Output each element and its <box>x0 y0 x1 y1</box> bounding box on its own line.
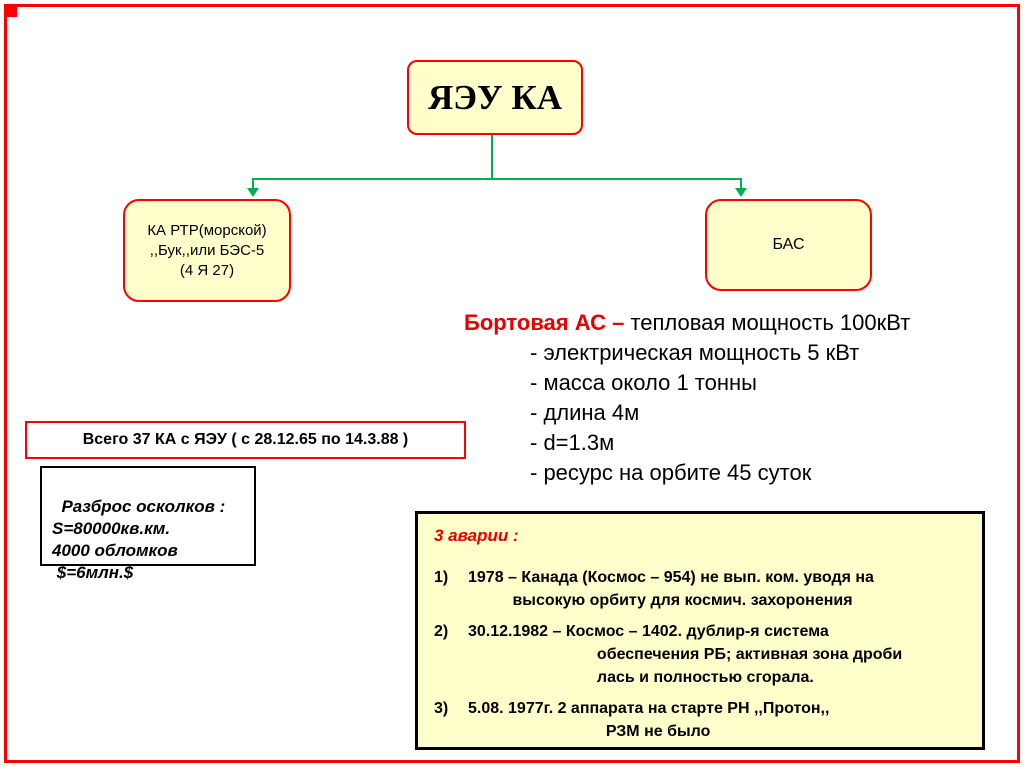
tree-node-ka-rtr-label: КА РТР(морской) ,,Бук,,или БЭС-5 (4 Я 27… <box>147 221 267 279</box>
corner-mark <box>6 6 17 17</box>
bas-heading-red: Бортовая АС – <box>464 310 631 335</box>
total-count-box: Всего 37 КА с ЯЭУ ( с 28.12.65 по 14.3.8… <box>25 421 466 459</box>
debris-box: Разброс осколков : S=80000кв.км. 4000 об… <box>40 466 256 582</box>
connector-right-stub <box>740 180 742 188</box>
bas-item-length: - длина 4м <box>530 400 640 425</box>
connector-left-stub <box>252 180 254 188</box>
accident-item-1982-kosmos-1402: 2) 30.12.1982 – Космос – 1402. дублир-я … <box>434 620 966 689</box>
accident-item-number: 1) <box>434 569 449 586</box>
tree-node-bas-label: БАС <box>772 236 805 253</box>
arrow-down-right-icon <box>735 188 747 197</box>
tree-node-ka-rtr: КА РТР(морской) ,,Бук,,или БЭС-5 (4 Я 27… <box>123 199 291 302</box>
accident-item-1978-canada: 1) 1978 – Канада (Космос – 954) не вып. … <box>434 566 966 612</box>
bas-heading: Бортовая АС – тепловая мощность 100кВт <box>464 308 1004 338</box>
accident-item-text: 5.08. 1977г. 2 аппарата на старте РН ,,П… <box>468 700 830 740</box>
accident-item-1977-proton: 3) 5.08. 1977г. 2 аппарата на старте РН … <box>434 697 966 743</box>
accident-item-number: 2) <box>434 623 449 640</box>
accident-item-text: 1978 – Канада (Космос – 954) не вып. ком… <box>468 569 874 609</box>
arrow-down-left-icon <box>247 188 259 197</box>
connector-horizontal-bar <box>252 178 742 180</box>
bas-item-mass: - масса около 1 тонны <box>530 370 757 395</box>
connector-root-stem <box>491 135 493 179</box>
tree-root-label: ЯЭУ КА <box>427 77 563 117</box>
bas-item-diameter: - d=1.3м <box>530 430 615 455</box>
accident-item-number: 3) <box>434 700 449 717</box>
debris-text: Разброс осколков : S=80000кв.км. 4000 об… <box>52 497 226 582</box>
total-count-text: Всего 37 КА с ЯЭУ ( с 28.12.65 по 14.3.8… <box>82 431 409 448</box>
accident-item-text: 30.12.1982 – Космос – 1402. дублир-я сис… <box>468 623 903 686</box>
bas-items-list: - электрическая мощность 5 кВт - масса о… <box>464 338 1004 488</box>
bas-details-block: Бортовая АС – тепловая мощность 100кВт -… <box>464 308 1004 488</box>
bas-item-orbit-resource: - ресурс на орбите 45 суток <box>530 460 812 485</box>
accidents-box: 3 аварии : 1) 1978 – Канада (Космос – 95… <box>415 511 985 750</box>
bas-item-electric-power: - электрическая мощность 5 кВт <box>530 340 860 365</box>
tree-node-bas: БАС <box>705 199 872 291</box>
tree-root-node: ЯЭУ КА <box>407 60 583 135</box>
bas-heading-black: тепловая мощность 100кВт <box>630 310 911 335</box>
accidents-title: 3 аварии : <box>434 526 519 545</box>
